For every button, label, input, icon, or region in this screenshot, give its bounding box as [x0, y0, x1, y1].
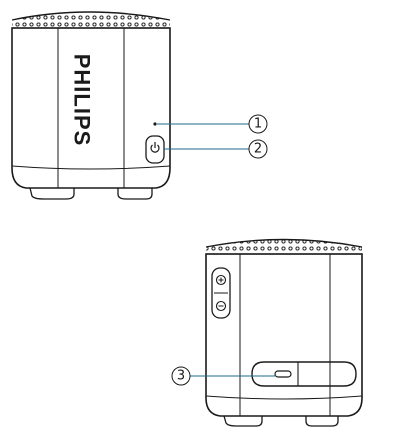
plus-icon	[218, 277, 224, 283]
usb-c-port-icon	[274, 370, 292, 378]
power-icon	[150, 142, 160, 153]
callout-3: 3	[171, 366, 191, 386]
callout-2: 2	[248, 139, 268, 159]
speaker-body	[11, 27, 171, 189]
power-button[interactable]	[145, 135, 165, 164]
usb-port-cover[interactable]	[251, 361, 357, 387]
speaker-front-view: PHILIPS	[11, 11, 171, 200]
top-grill	[12, 12, 170, 28]
svg-text:1: 1	[254, 117, 262, 132]
top-grill	[206, 239, 362, 254]
speaker-body	[205, 253, 363, 417]
brand-logo: PHILIPS	[70, 54, 95, 147]
volume-button-panel	[211, 267, 231, 319]
svg-text:3: 3	[177, 369, 185, 384]
svg-text:2: 2	[254, 142, 262, 157]
volume-up-button[interactable]	[215, 274, 227, 286]
speaker-back-view	[205, 238, 363, 427]
volume-down-button[interactable]	[215, 300, 227, 312]
callout-1: 1	[248, 114, 268, 134]
indicator-light	[153, 122, 157, 126]
rubber-feet	[223, 415, 339, 427]
rubber-feet	[29, 187, 153, 200]
